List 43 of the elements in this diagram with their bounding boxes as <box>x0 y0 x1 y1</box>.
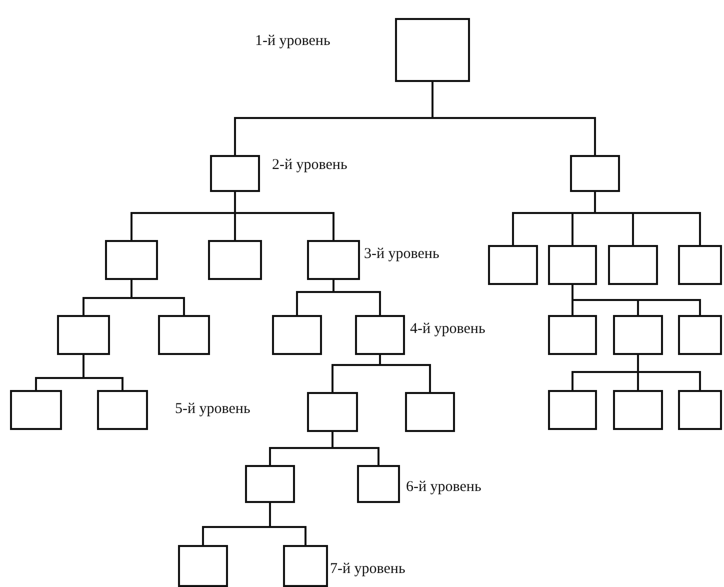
tree-box <box>210 155 260 192</box>
tree-box <box>307 392 358 432</box>
tree-box <box>395 18 470 82</box>
tree-box <box>208 240 262 280</box>
tree-box <box>548 390 597 430</box>
tree-box <box>548 315 597 355</box>
connector-line <box>269 503 306 545</box>
tree-box <box>678 245 722 285</box>
level-label: 1-й уровень <box>255 33 330 50</box>
level-label: 4-й уровень <box>410 321 486 338</box>
tree-box <box>608 245 658 285</box>
tree-box <box>570 155 620 192</box>
tree-box <box>178 545 228 587</box>
connector-line <box>637 355 701 390</box>
tree-box <box>613 315 663 355</box>
connector-line <box>379 355 431 392</box>
tree-box <box>307 240 360 280</box>
tree-box <box>57 315 110 355</box>
tree-box <box>355 315 405 355</box>
tree-box <box>405 392 455 432</box>
tree-box <box>10 390 62 430</box>
tree-box <box>272 315 322 355</box>
level-label: 3-й уровень <box>364 246 440 263</box>
tree-box <box>548 245 597 285</box>
tree-box <box>283 545 328 587</box>
tree-box <box>158 315 210 355</box>
tree-box <box>245 465 295 503</box>
tree-box <box>105 240 158 280</box>
tree-box <box>97 390 148 430</box>
tree-box <box>488 245 538 285</box>
tree-box <box>678 390 722 430</box>
connector-line <box>234 192 334 240</box>
connector-line <box>130 280 185 315</box>
tree-box <box>613 390 663 430</box>
level-label: 5-й уровень <box>175 401 250 418</box>
level-label: 6-й уровень <box>406 479 482 496</box>
tree-box <box>357 465 400 503</box>
connector-line <box>82 355 124 390</box>
level-label: 2-й уровень <box>272 157 348 174</box>
level-label: 7-й уровень <box>330 561 406 578</box>
connector-line <box>432 82 596 155</box>
connector-line <box>332 280 381 315</box>
tree-box <box>678 315 722 355</box>
